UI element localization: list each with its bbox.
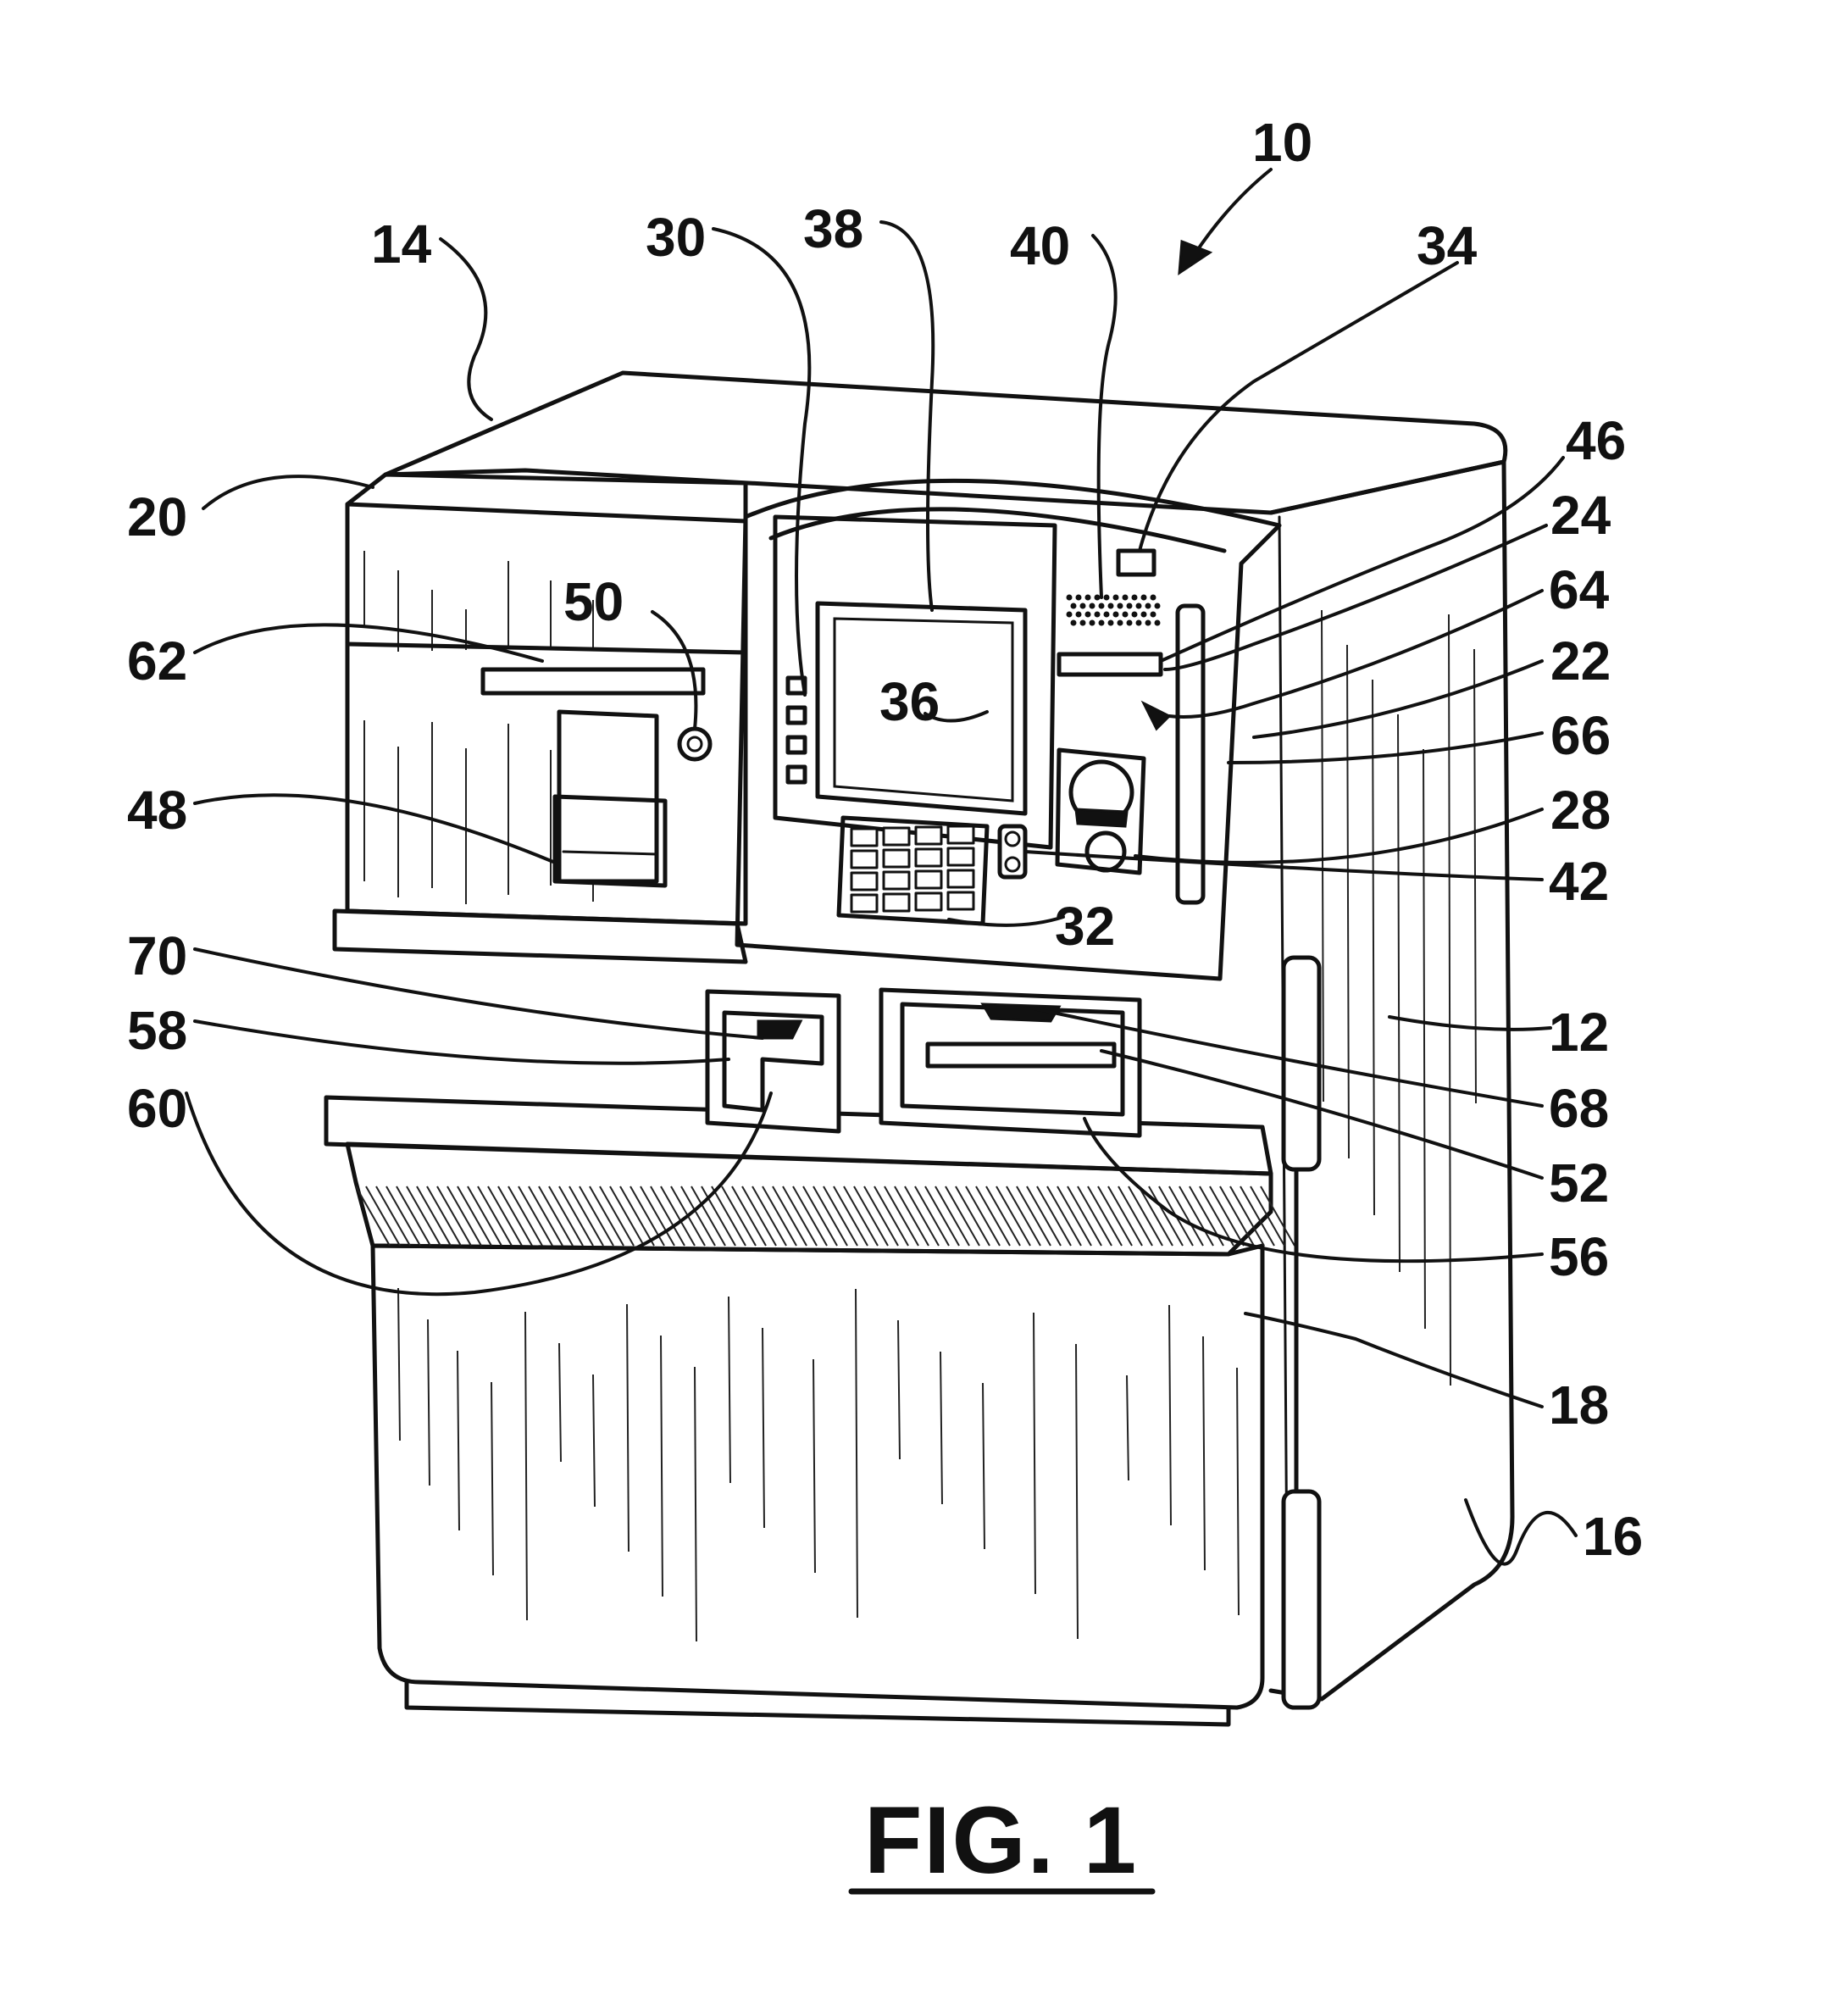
numeral-46: 46 xyxy=(1566,410,1626,471)
speaker-hole xyxy=(1141,595,1147,601)
speaker-hole xyxy=(1155,603,1161,609)
speaker-hole xyxy=(1099,603,1105,609)
speaker-hole xyxy=(1123,612,1129,618)
speaker-hole xyxy=(1118,603,1123,609)
keypad-key xyxy=(916,871,941,888)
keypad-key xyxy=(916,849,941,866)
numeral-40: 40 xyxy=(1010,215,1070,276)
keypad-key xyxy=(884,850,909,867)
speaker-hole xyxy=(1123,595,1129,601)
speaker-hole xyxy=(1099,620,1105,626)
speaker-hole xyxy=(1076,612,1082,618)
keypad-key xyxy=(851,829,877,846)
speaker-hole xyxy=(1095,612,1101,618)
numeral-50: 50 xyxy=(563,571,624,632)
numeral-66: 66 xyxy=(1550,705,1611,766)
speaker-hole xyxy=(1145,603,1151,609)
speaker-hole xyxy=(1132,612,1138,618)
numeral-28: 28 xyxy=(1550,780,1611,841)
figure-caption: FIG. 1 xyxy=(851,1787,1152,1893)
fascia xyxy=(737,480,1279,979)
speaker-hole xyxy=(1104,595,1110,601)
speaker-hole xyxy=(1155,620,1161,626)
speaker-hole xyxy=(1113,612,1119,618)
speaker-hole xyxy=(1104,612,1110,618)
speaker-hole xyxy=(1145,620,1151,626)
speaker-hole xyxy=(1108,603,1114,609)
speaker-hole xyxy=(1151,595,1156,601)
keypad-key xyxy=(948,826,973,843)
speaker-hole xyxy=(1113,595,1119,601)
numeral-14: 14 xyxy=(371,214,432,275)
keypad-key xyxy=(884,894,909,911)
speaker-hole xyxy=(1090,620,1095,626)
speaker-hole xyxy=(1136,603,1142,609)
speaker-hole xyxy=(1127,603,1133,609)
numeral-18: 18 xyxy=(1549,1375,1609,1436)
speaker-hole xyxy=(1071,603,1077,609)
numeral-68: 68 xyxy=(1549,1078,1609,1139)
numeral-60: 60 xyxy=(127,1078,187,1139)
speaker-hole xyxy=(1095,595,1101,601)
numeral-48: 48 xyxy=(127,780,187,841)
numeral-10: 10 xyxy=(1252,112,1312,173)
speaker-hole xyxy=(1085,595,1091,601)
numeral-64: 64 xyxy=(1549,559,1610,620)
numeral-24: 24 xyxy=(1550,485,1611,546)
speaker-hole xyxy=(1127,620,1133,626)
speaker-hole xyxy=(1067,612,1073,618)
numeral-12: 12 xyxy=(1549,1002,1609,1063)
numeral-62: 62 xyxy=(127,630,187,691)
left-module xyxy=(347,475,746,924)
speaker-hole xyxy=(1067,595,1073,601)
keypad-key xyxy=(884,828,909,845)
numeral-70: 70 xyxy=(127,925,187,986)
leader-lines xyxy=(186,222,1576,1564)
keypad-key xyxy=(948,892,973,909)
numeral-32: 32 xyxy=(1055,896,1115,957)
speaker-hole xyxy=(1132,595,1138,601)
numeral-20: 20 xyxy=(127,486,187,547)
keypad-key xyxy=(851,895,877,912)
numeral-56: 56 xyxy=(1549,1226,1609,1287)
speaker-hole xyxy=(1080,603,1086,609)
keypad-key xyxy=(916,893,941,910)
numeral-22: 22 xyxy=(1550,630,1611,691)
numeral-34: 34 xyxy=(1417,215,1478,276)
numeral-58: 58 xyxy=(127,1000,187,1061)
keypad-key xyxy=(851,873,877,890)
numeral-16: 16 xyxy=(1583,1506,1643,1567)
speaker-hole xyxy=(1108,620,1114,626)
speaker-hole xyxy=(1118,620,1123,626)
keypad-key xyxy=(948,848,973,865)
speaker-hole xyxy=(1090,603,1095,609)
numeral-30: 30 xyxy=(646,207,706,268)
speaker-hole xyxy=(1136,620,1142,626)
speaker-hole xyxy=(1141,612,1147,618)
keypad-key xyxy=(948,870,973,887)
numeral-42: 42 xyxy=(1549,851,1609,912)
hinge xyxy=(1284,958,1319,1708)
keypad-key xyxy=(851,851,877,868)
speaker-hole xyxy=(1071,620,1077,626)
assembly-arrow xyxy=(1179,169,1271,273)
keypad-key xyxy=(916,827,941,844)
caption-text: FIG. 1 xyxy=(864,1787,1138,1893)
keypad-key xyxy=(884,872,909,889)
numeral-38: 38 xyxy=(803,198,863,259)
hatch-band xyxy=(356,1186,1295,1246)
speaker-hole xyxy=(1151,612,1156,618)
numeral-36: 36 xyxy=(879,671,940,732)
speaker-hole xyxy=(1085,612,1091,618)
speaker-hole xyxy=(1076,595,1082,601)
numeral-52: 52 xyxy=(1549,1152,1609,1213)
speaker-hole xyxy=(1080,620,1086,626)
